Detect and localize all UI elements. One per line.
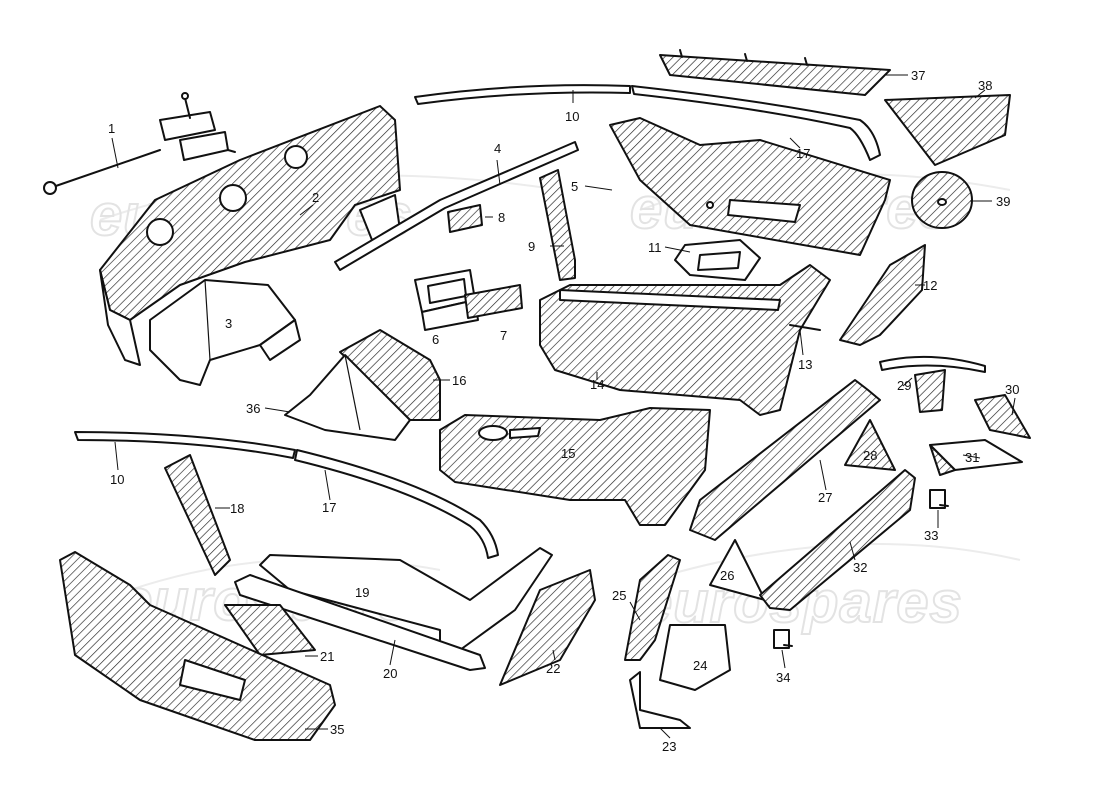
label-8: 8 [498,210,505,225]
label-19: 19 [355,585,369,600]
part-5-door-panel [609,117,891,256]
part-35-door-panel [59,551,336,741]
part-6-vent-box [414,269,479,331]
part-26-triangle-panel [709,539,766,601]
label-22: 22 [546,661,560,676]
part-14-door-trim [539,264,831,416]
label-26: 26 [720,568,734,583]
part-12-bracket-panel [839,244,926,346]
label-27: 27 [818,490,832,505]
label-5: 5 [571,179,578,194]
part-25-bracket [624,554,681,661]
part-34-clip [773,629,793,649]
part-4-trim-strip [334,141,579,271]
label-39: 39 [996,194,1010,209]
part-29-grab-handle [879,355,986,413]
label-13: 13 [798,357,812,372]
label-33: 33 [924,528,938,543]
label-30: 30 [1005,382,1019,397]
part-23-angle-bracket [629,671,691,729]
label-10-top: 10 [565,109,579,124]
part-19-sill-panel [259,547,553,651]
label-9: 9 [528,239,535,254]
label-6: 6 [432,332,439,347]
part-3-instrument-cowl [149,279,301,386]
part-10-rail-bottom [74,431,296,459]
label-29: 29 [897,378,911,393]
label-10-bottom: 10 [110,472,124,487]
part-11-vent-frame [674,239,761,281]
part-1-bracket [43,92,236,195]
label-4: 4 [494,141,501,156]
label-23: 23 [662,739,676,754]
part-8-vent [447,204,483,233]
part-2-dashboard [99,105,401,366]
label-32: 32 [853,560,867,575]
part-36-tunnel-panel [284,354,411,441]
label-17-top: 17 [796,146,810,161]
part-9-pillar-trim [539,169,576,281]
part-33-clip [929,489,949,509]
label-35: 35 [330,722,344,737]
label-1: 1 [108,121,115,136]
label-12: 12 [923,278,937,293]
label-38: 38 [978,78,992,93]
part-15-centre-console [439,407,711,526]
part-18-pillar-trim [164,454,231,576]
label-3: 3 [225,316,232,331]
label-7: 7 [500,328,507,343]
label-37: 37 [911,68,925,83]
part-24-mat [659,624,731,691]
part-17-rail-bottom [294,449,499,559]
label-24: 24 [693,658,707,673]
part-17-rail-top [631,85,881,161]
label-18: 18 [230,501,244,516]
part-22-bracket-panel [499,569,596,686]
part-28-triangle-panel [844,419,896,471]
part-7-cover [464,284,523,319]
part-39-disc [911,171,973,229]
part-38-trim-panel [884,94,1011,166]
part-31-panel [929,439,1023,476]
label-36: 36 [246,401,260,416]
label-14: 14 [590,377,604,392]
label-17-bottom: 17 [322,500,336,515]
label-11: 11 [648,240,662,255]
leader-lines [111,74,1016,739]
label-21: 21 [320,649,334,664]
part-21-pad [224,604,316,656]
label-15: 15 [561,446,575,461]
part-10-rail-top [414,84,631,105]
label-34: 34 [776,670,790,685]
label-25: 25 [612,588,626,603]
part-20-sill-strip [234,574,486,671]
part-labels: 1 2 3 4 5 6 7 8 9 10 11 12 13 14 15 16 1… [108,68,1019,754]
label-20: 20 [383,666,397,681]
part-37-trim-panel [659,49,891,96]
part-30-bracket [974,394,1031,439]
part-27-seat-rail [689,379,881,541]
label-2: 2 [312,190,319,205]
part-32-sill-rail [759,469,916,611]
label-28: 28 [863,448,877,463]
label-16: 16 [452,373,466,388]
label-31: 31 [965,450,979,465]
